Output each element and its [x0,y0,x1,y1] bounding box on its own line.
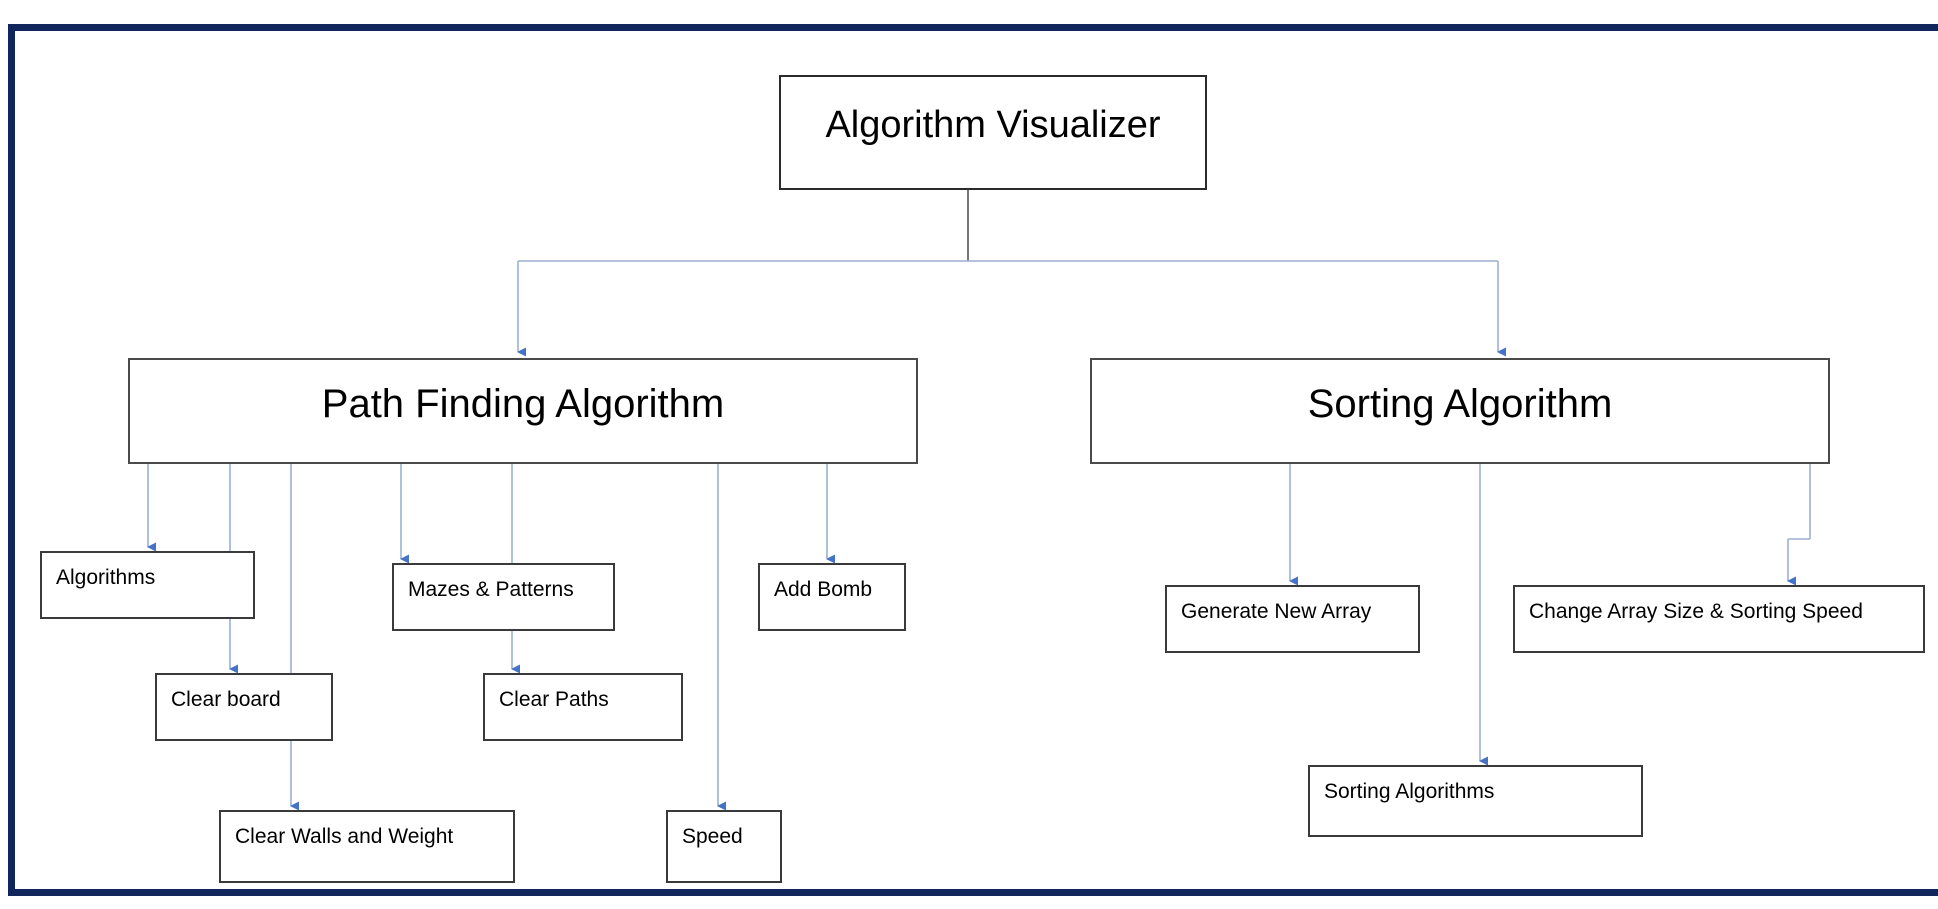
node-label-path-finding-algorithm: Path Finding Algorithm [321,382,725,426]
node-generate-new-array[interactable]: Generate New Array [1165,585,1420,653]
node-label-generate-new-array: Generate New Array [1181,600,1372,623]
node-mazes-and-patterns[interactable]: Mazes & Patterns [392,563,615,631]
node-label-clear-walls-and-weight: Clear Walls and Weight [235,825,454,848]
node-label-add-bomb: Add Bomb [774,578,873,601]
node-algorithm-visualizer[interactable]: Algorithm Visualizer [779,75,1207,190]
node-label-change-array-size-and-sorting-speed: Change Array Size & Sorting Speed [1529,600,1863,623]
node-sorting-algorithm[interactable]: Sorting Algorithm [1090,358,1830,464]
node-algorithms[interactable]: Algorithms [40,551,255,619]
node-label-clear-board: Clear board [171,688,281,711]
node-label-speed: Speed [682,825,743,848]
node-label-algorithms: Algorithms [56,566,156,589]
node-label-mazes-and-patterns: Mazes & Patterns [408,578,574,601]
node-label-sorting-algorithms: Sorting Algorithms [1324,780,1495,803]
node-label-root: Algorithm Visualizer [825,103,1161,146]
node-sorting-algorithms[interactable]: Sorting Algorithms [1308,765,1643,837]
node-speed[interactable]: Speed [666,810,782,883]
node-path-finding-algorithm[interactable]: Path Finding Algorithm [128,358,918,464]
node-clear-paths[interactable]: Clear Paths [483,673,683,741]
node-clear-board[interactable]: Clear board [155,673,333,741]
node-label-clear-paths: Clear Paths [499,688,609,711]
node-label-sorting-algorithm: Sorting Algorithm [1307,382,1613,426]
node-clear-walls-and-weight[interactable]: Clear Walls and Weight [219,810,515,883]
node-add-bomb[interactable]: Add Bomb [758,563,906,631]
edge-paths [147,190,1811,811]
node-change-array-size-and-sorting-speed[interactable]: Change Array Size & Sorting Speed [1513,585,1925,653]
